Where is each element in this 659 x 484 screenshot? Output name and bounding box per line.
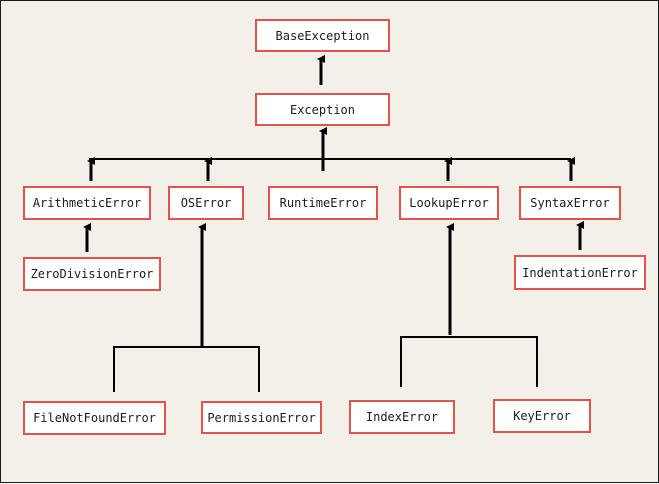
node-zerodivisionerror: ZeroDivisionError <box>23 257 161 291</box>
node-exception: Exception <box>255 93 390 126</box>
node-runtimeerror: RuntimeError <box>268 186 378 220</box>
os-subtree-bracket <box>113 346 260 392</box>
node-baseexception: BaseException <box>255 19 390 52</box>
node-permissionerror: PermissionError <box>201 401 322 434</box>
node-oserror: OSError <box>168 186 244 220</box>
node-indexerror: IndexError <box>349 400 455 434</box>
lookup-subtree-bracket <box>400 336 538 387</box>
node-keyerror: KeyError <box>493 399 591 433</box>
node-syntaxerror: SyntaxError <box>519 186 621 220</box>
node-arithmeticerror: ArithmeticError <box>23 186 151 220</box>
node-filenotfounderror: FileNotFoundError <box>23 401 166 435</box>
node-indentationerror: IndentationError <box>514 255 646 290</box>
node-lookuperror: LookupError <box>399 186 499 220</box>
